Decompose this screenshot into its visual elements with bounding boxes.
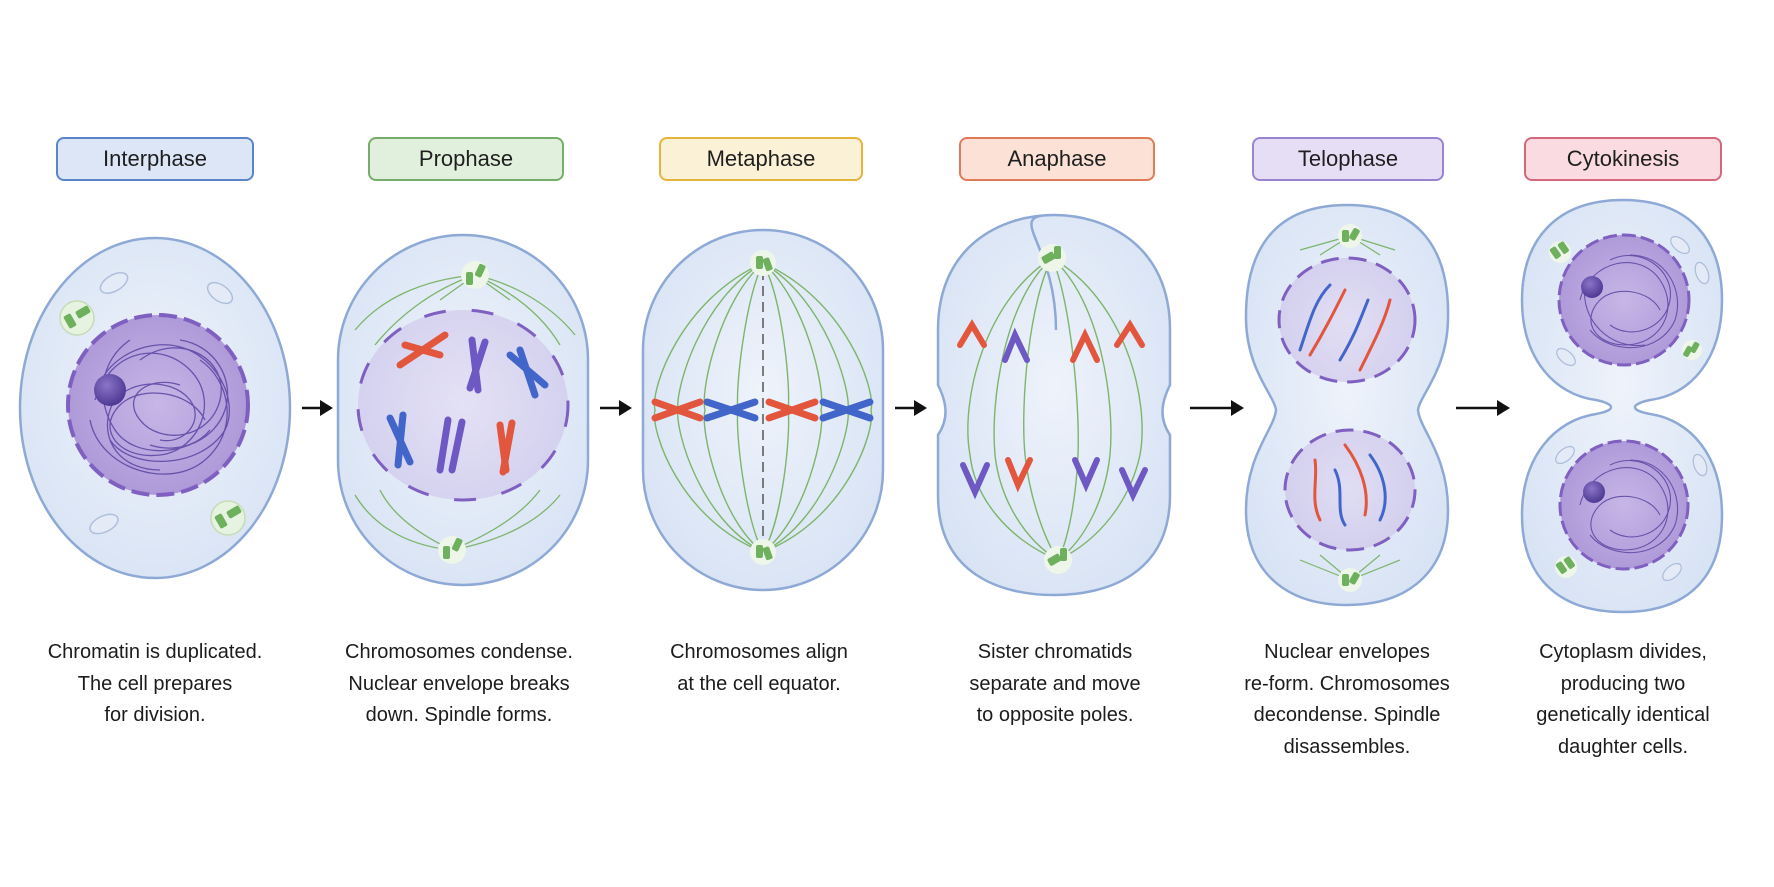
- stage-description-cytokinesis: Cytoplasm divides, producing two genetic…: [1498, 637, 1748, 763]
- telophase-centrosome-bottom: [1338, 568, 1362, 592]
- daughter-nucleus-bottom: [1558, 439, 1690, 571]
- anaphase-cell: [936, 213, 1172, 597]
- cytokinesis-mitochondria: [1555, 235, 1710, 582]
- stage-description-telophase: Nuclear envelopes re-form. Chromosomes d…: [1222, 637, 1472, 763]
- cytokinesis-centrosomes: [1549, 241, 1702, 578]
- metaphase-centrosome-bottom: [750, 539, 776, 565]
- stage-label-interphase: Interphase: [56, 137, 254, 181]
- cytokinesis-cells: [1520, 198, 1724, 614]
- arrow-icon: [1190, 400, 1244, 416]
- stage-description-prophase: Chromosomes condense. Nuclear envelope b…: [334, 637, 584, 732]
- description-line: Nuclear envelopes: [1264, 641, 1430, 663]
- stage-description-interphase: Chromatin is duplicated. The cell prepar…: [30, 637, 280, 732]
- arrow-icon: [302, 400, 333, 416]
- centrosome-right: [210, 500, 246, 536]
- description-line: decondense. Spindle: [1253, 704, 1441, 726]
- stage-label-prophase: Prophase: [368, 137, 564, 181]
- metaphase-centrosome-top: [750, 250, 776, 276]
- prophase-cell: [336, 233, 590, 587]
- stage-description-anaphase: Sister chromatids separate and move to o…: [930, 637, 1180, 732]
- anaphase-spindle: [967, 257, 1143, 561]
- aligned-chromosomes: [651, 398, 874, 422]
- anaphase-centrosome-top: [1038, 244, 1066, 272]
- telophase-cell: [1244, 203, 1450, 607]
- prophase-centrosome-top: [461, 261, 489, 289]
- description-line: The cell prepares: [77, 672, 233, 695]
- arrow-icon: [895, 400, 927, 416]
- description-line: Chromosomes align: [670, 641, 848, 663]
- description-line: to opposite poles.: [976, 704, 1134, 726]
- description-line: disassembles.: [1283, 735, 1411, 758]
- daughter-nucleus-top: [1557, 233, 1691, 367]
- separating-chromatids: [957, 319, 1148, 503]
- condensed-chromosomes: [386, 331, 549, 476]
- description-line: Chromatin is duplicated.: [47, 641, 263, 663]
- description-line: re-form. Chromosomes: [1244, 672, 1450, 695]
- description-line: producing two: [1560, 672, 1686, 695]
- stage-label-metaphase: Metaphase: [659, 137, 863, 181]
- interphase-nucleus: [66, 313, 250, 497]
- description-line: Cytoplasm divides,: [1539, 641, 1707, 663]
- anaphase-centrosome-bottom: [1044, 546, 1072, 574]
- telophase-nucleus-top: [1277, 256, 1417, 384]
- stage-label-anaphase: Anaphase: [959, 137, 1155, 181]
- stage-label-telophase: Telophase: [1252, 137, 1444, 181]
- description-line: daughter cells.: [1557, 735, 1689, 758]
- description-line: separate and move: [969, 672, 1141, 695]
- description-line: at the cell equator.: [677, 672, 841, 695]
- arrow-icon: [600, 400, 632, 416]
- chromatin-tangle: [89, 339, 230, 475]
- mitochondria: [89, 272, 234, 535]
- centrosome-left: [59, 300, 95, 336]
- description-line: Nuclear envelope breaks: [348, 672, 570, 695]
- prophase-centrosome-bottom: [438, 536, 466, 564]
- telophase-nucleus-bottom: [1283, 428, 1417, 552]
- description-line: down. Spindle forms.: [365, 704, 553, 726]
- stage-label-cytokinesis: Cytokinesis: [1524, 137, 1722, 181]
- interphase-cell: [18, 236, 292, 580]
- description-line: Sister chromatids: [977, 641, 1133, 663]
- telophase-centrosome-top: [1338, 224, 1362, 248]
- description-line: genetically identical: [1536, 704, 1710, 726]
- description-line: Chromosomes condense.: [345, 641, 573, 663]
- arrow-icon: [1456, 400, 1510, 416]
- description-line: for division.: [104, 704, 206, 726]
- stage-description-metaphase: Chromosomes align at the cell equator.: [634, 637, 884, 700]
- metaphase-cell: [641, 228, 885, 592]
